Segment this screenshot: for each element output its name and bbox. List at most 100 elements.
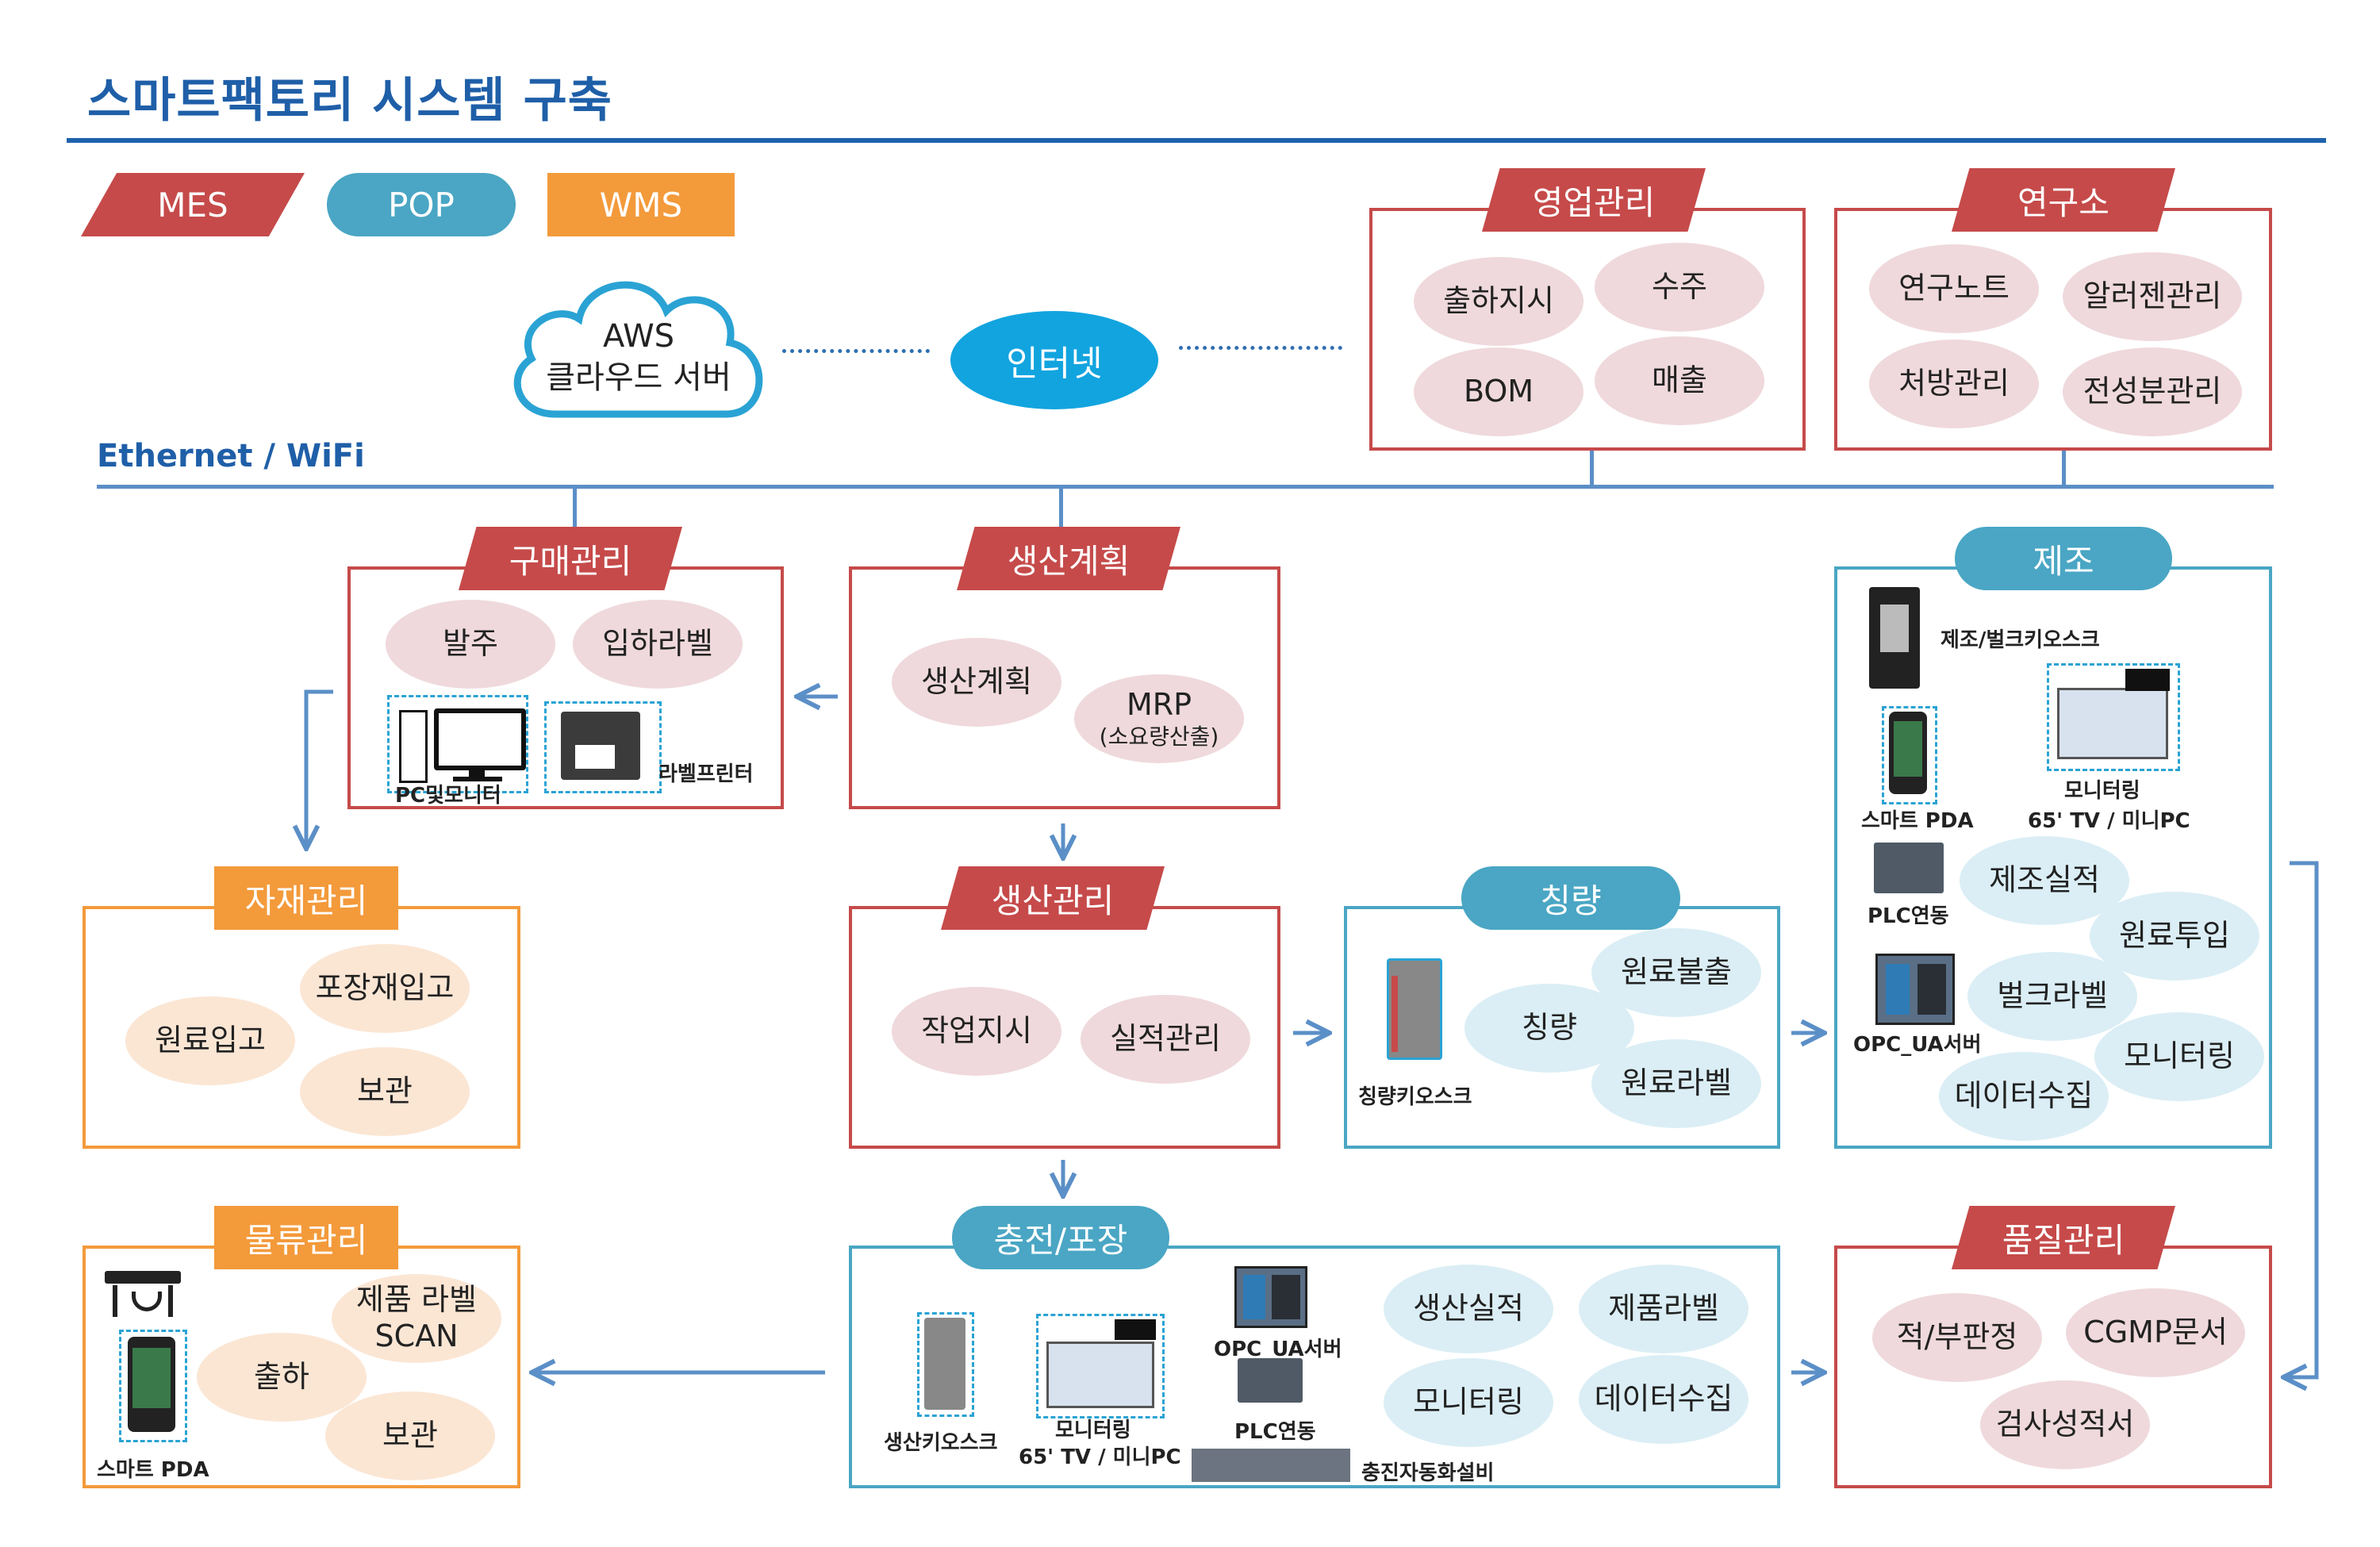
weighing-kiosk-label: 칭량키오스크 — [1358, 1085, 1472, 1109]
material-item-storage: 보관 — [300, 1047, 470, 1136]
sales-header: 영업관리 — [1482, 168, 1706, 232]
lab-header: 연구소 — [1952, 168, 2175, 232]
logistics-item-shipping: 출하 — [197, 1333, 367, 1422]
plan-item-mrp-title: MRP — [1126, 687, 1192, 723]
cloud-line2: 클라우드 서버 — [546, 359, 731, 396]
connector-purchase — [573, 487, 577, 528]
lab-item-formula: 처방관리 — [1869, 340, 2039, 428]
plan-item-mrp: MRP (소요량산출) — [1074, 674, 1244, 763]
sales-item-bom: BOM — [1414, 347, 1583, 436]
packing-tv-label: 65' TV / 미니PC — [1019, 1445, 1181, 1469]
cloud-icon — [513, 281, 763, 418]
arrow-manufacturing-to-quality — [2283, 861, 2319, 1377]
smart-pda-icon — [1882, 706, 1937, 804]
plc-label: PLC연동 — [1868, 904, 1949, 928]
plc-icon — [1874, 843, 1944, 893]
weighing-kiosk-icon — [1387, 958, 1445, 1060]
network-label: Ethernet / WiFi — [97, 438, 365, 474]
production-header: 생산관리 — [941, 866, 1165, 930]
bulk-kiosk-icon — [1869, 587, 1920, 689]
mfg-item-input: 원료투입 — [2090, 892, 2259, 981]
quality-header: 품질관리 — [1952, 1206, 2175, 1269]
production-item-work-order: 작업지시 — [892, 987, 1061, 1076]
scanner-icon — [105, 1263, 181, 1319]
logistics-item-storage: 보관 — [325, 1392, 495, 1480]
legend-mes: MES — [81, 173, 305, 236]
plan-item-plan: 생산계획 — [892, 638, 1061, 727]
purchase-header: 구매관리 — [459, 527, 682, 590]
connector-lab — [2062, 449, 2066, 487]
network-bus — [97, 485, 2274, 489]
packing-plc-icon — [1238, 1358, 1303, 1403]
packing-opc-label: OPC_UA서버 — [1214, 1338, 1342, 1361]
material-item-packaging-in: 포장재입고 — [300, 944, 470, 1033]
cloud-line1: AWS — [602, 318, 675, 355]
packing-monitoring-label: 모니터링 — [1055, 1418, 1131, 1442]
smart-pda-label: 스마트 PDA — [1861, 809, 1974, 833]
weighing-header: 칭량 — [1461, 866, 1680, 930]
quality-item-judgement: 적/부판정 — [1872, 1293, 2042, 1382]
arrow-purchase-to-material — [306, 689, 333, 849]
lab-item-research-note: 연구노트 — [1869, 244, 2039, 333]
mfg-item-results: 제조실적 — [1960, 836, 2129, 925]
bulk-kiosk-label: 제조/벌크키오스크 — [1940, 628, 2100, 652]
dotted-link-left — [782, 349, 930, 353]
lab-item-ingredients: 전성분관리 — [2063, 347, 2242, 436]
monitoring-label: 모니터링 — [2064, 779, 2140, 803]
quality-item-cgmp: CGMP문서 — [2066, 1288, 2245, 1377]
packing-opc-icon — [1234, 1266, 1307, 1328]
production-kiosk-icon — [917, 1312, 974, 1417]
filling-machine-label: 충진자동화설비 — [1361, 1461, 1495, 1485]
material-header: 자재관리 — [214, 866, 398, 930]
dotted-link-right — [1179, 346, 1342, 350]
logistics-header: 물류관리 — [214, 1206, 398, 1269]
packing-item-data-collection: 데이터수집 — [1579, 1355, 1749, 1444]
purchase-item-receiving-label: 입하라벨 — [573, 600, 743, 689]
pc-monitor-label: PC및모니터 — [395, 784, 501, 808]
monitoring-tv-icon — [2047, 663, 2180, 771]
sales-item-revenue: 매출 — [1595, 336, 1764, 425]
internet-node: 인터넷 — [950, 311, 1158, 409]
plan-header: 생산계획 — [957, 527, 1180, 590]
filling-machine-icon — [1192, 1449, 1350, 1482]
logistics-item-product-label: 제품 라벨 SCAN — [332, 1274, 501, 1363]
packing-item-results: 생산실적 — [1384, 1265, 1553, 1353]
packing-plc-label: PLC연동 — [1234, 1420, 1316, 1444]
opc-server-label: OPC_UA서버 — [1853, 1033, 1982, 1057]
tv-minipc-label: 65' TV / 미니PC — [2028, 809, 2190, 833]
packing-header: 충전/포장 — [952, 1206, 1169, 1269]
logistics-label-line2: SCAN — [374, 1319, 459, 1353]
purchase-item-order: 발주 — [386, 600, 555, 689]
weighing-item-label: 원료라벨 — [1591, 1039, 1761, 1128]
packing-item-monitoring: 모니터링 — [1384, 1358, 1553, 1447]
cloud-label: AWS 클라우드 서버 — [524, 316, 754, 398]
label-printer-icon — [544, 701, 662, 793]
logistics-pda-icon — [119, 1330, 187, 1442]
weighing-item-dispense: 원료불출 — [1591, 928, 1761, 1017]
logistics-pda-label: 스마트 PDA — [97, 1458, 209, 1482]
sales-item-shipping-order: 출하지시 — [1414, 257, 1583, 346]
page-title: 스마트팩토리 시스템 구축 — [87, 73, 612, 129]
connector-plan — [1059, 487, 1063, 528]
manufacturing-header: 제조 — [1955, 527, 2172, 590]
opc-server-icon — [1875, 954, 1955, 1025]
production-item-results: 실적관리 — [1081, 995, 1250, 1084]
quality-item-report: 검사성적서 — [1980, 1380, 2150, 1469]
title-underline — [67, 138, 2326, 143]
label-printer-label: 라벨프린터 — [658, 762, 754, 786]
mfg-item-data-collection: 데이터수집 — [1939, 1052, 2109, 1141]
material-item-raw-in: 원료입고 — [125, 996, 295, 1085]
legend-wms: WMS — [547, 173, 735, 236]
mfg-item-monitoring: 모니터링 — [2094, 1012, 2264, 1101]
production-kiosk-label: 생산키오스크 — [884, 1431, 998, 1455]
packing-item-product-label: 제품라벨 — [1579, 1265, 1749, 1353]
mfg-item-bulk-label: 벌크라벨 — [1967, 952, 2137, 1041]
logistics-label-line1: 제품 라벨 — [356, 1282, 477, 1318]
connector-sales — [1590, 449, 1594, 487]
packing-box — [849, 1246, 1780, 1488]
plan-item-mrp-sub: (소요량산출) — [1099, 724, 1219, 750]
sales-item-order: 수주 — [1595, 243, 1764, 332]
legend-pop: POP — [327, 173, 516, 236]
pc-monitor-icon — [387, 695, 528, 793]
